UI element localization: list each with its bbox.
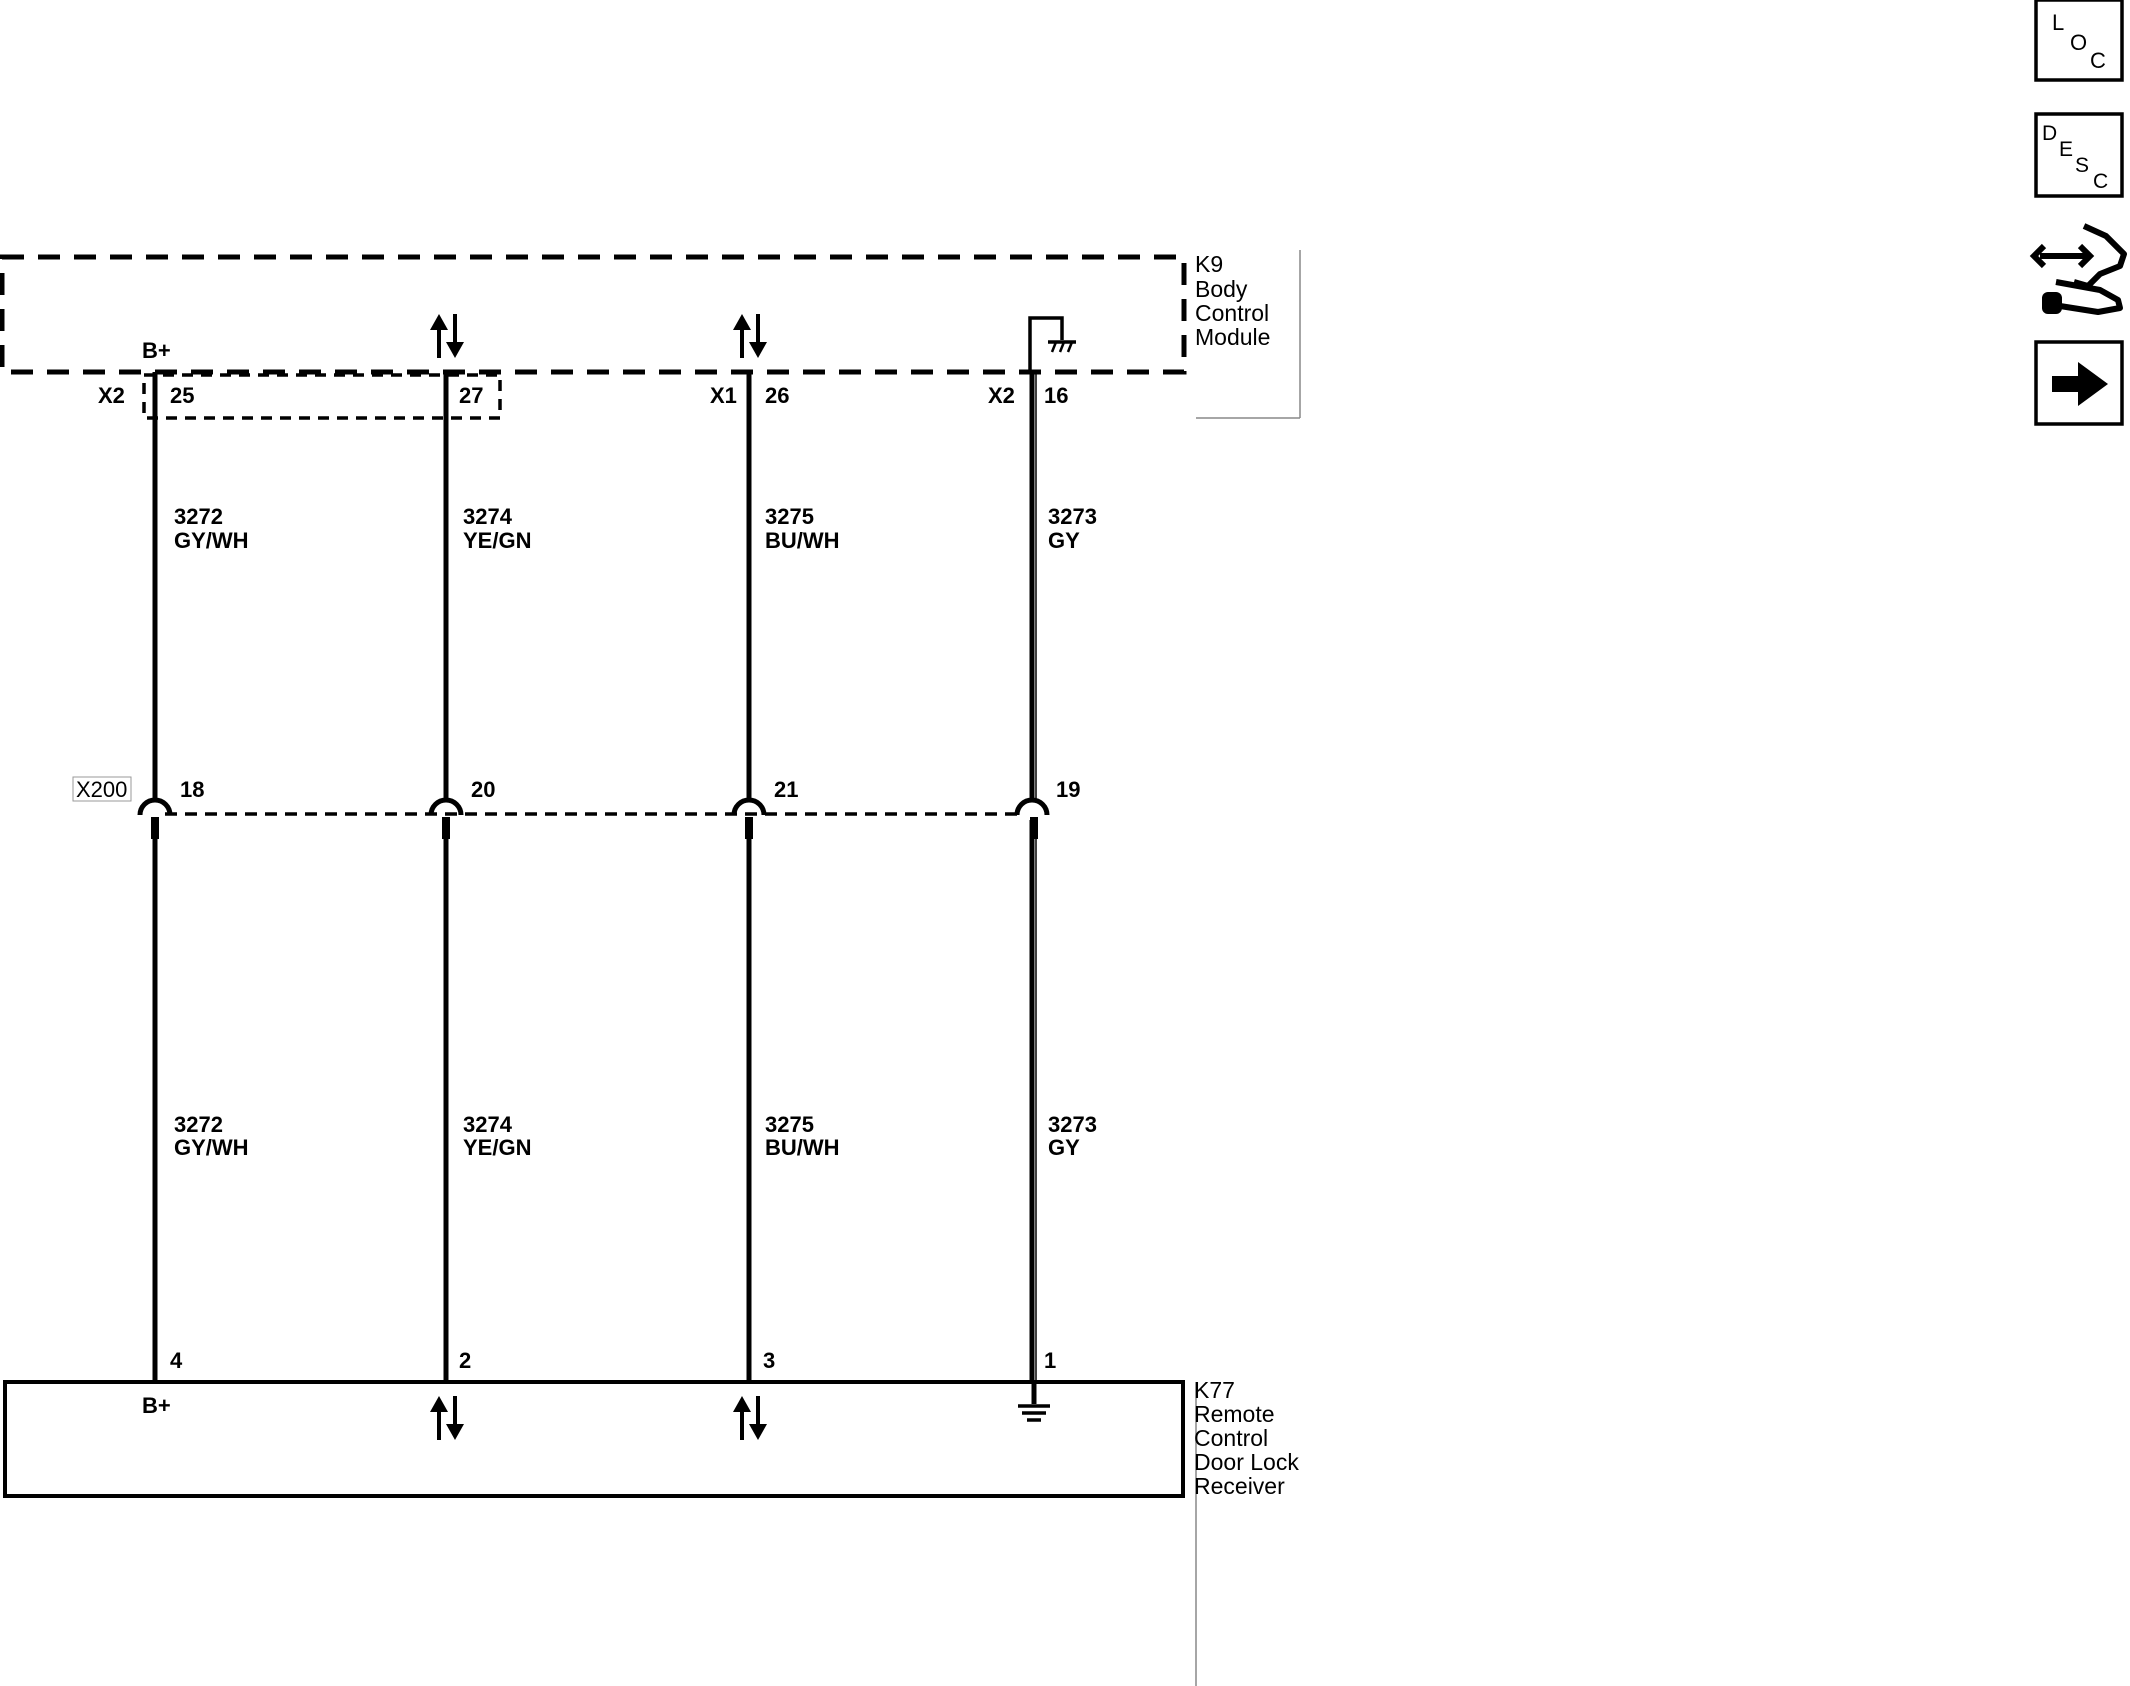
wire-color: YE/GN (463, 1135, 531, 1160)
location-view-button[interactable]: L O C (2034, 0, 2124, 82)
x200-pin: 19 (1056, 777, 1080, 802)
x200-pin: 18 (180, 777, 204, 802)
k9-bplus-label: B+ (142, 338, 171, 363)
k77-bplus-label: B+ (142, 1393, 171, 1418)
desc-letter: S (2075, 154, 2089, 177)
k77-ground-icon (1018, 1382, 1050, 1422)
x200-label: X200 (76, 777, 127, 802)
x200-pin: 21 (774, 777, 798, 802)
desc-letter: D (2042, 122, 2057, 145)
k9-connector-x1: X1 (710, 383, 737, 408)
k77-remote-control-door-lock-receiver: 4 2 3 1 K77 Remote Control Door Lock Rec… (3, 1348, 1299, 1686)
k9-module-outline (0, 254, 1187, 375)
circuit-number: 3273 (1048, 1112, 1097, 1137)
x200-label-box (72, 776, 132, 802)
circuit-number: 3275 (765, 504, 814, 529)
loc-letter: L (2052, 10, 2064, 35)
k77-pin: 1 (1044, 1348, 1056, 1373)
k77-label-line-1: K77 (1194, 1377, 1235, 1403)
circuit-number: 3275 (765, 1112, 814, 1137)
loc-letter: C (2090, 48, 2106, 73)
k77-label-line-4: Door Lock (1194, 1449, 1299, 1475)
k9-body-control-module: K9 Body Control Module B+ (0, 250, 1301, 420)
k77-pin: 4 (170, 1348, 183, 1373)
x200-terminal (428, 797, 464, 839)
k9-connector-x2-right: X2 (988, 383, 1015, 408)
wire-color: GY/WH (174, 528, 249, 553)
wire-color: GY (1048, 528, 1080, 553)
component-connector-icon[interactable] (2029, 223, 2127, 315)
k77-label-line-2: Remote (1194, 1401, 1275, 1427)
loc-letter: O (2070, 30, 2087, 55)
circuit-number: 3274 (463, 504, 513, 529)
k9-data-arrows-2 (733, 314, 767, 358)
k77-pin: 3 (763, 1348, 775, 1373)
k77-module-outline (3, 1380, 1185, 1498)
description-view-button[interactable]: D E S C (2034, 112, 2124, 198)
k77-label-line-5: Receiver (1194, 1473, 1285, 1499)
next-page-button[interactable] (2034, 340, 2124, 426)
desc-letter: E (2059, 138, 2073, 161)
x200-terminal (1014, 797, 1050, 839)
circuit-number: 3273 (1048, 504, 1097, 529)
k9-chassis-ground-icon (1028, 316, 1076, 372)
k9-label-line-2: Body (1195, 276, 1248, 302)
wire-color: GY (1048, 1135, 1080, 1160)
desc-letter: C (2093, 170, 2108, 193)
k9-pin: 25 (170, 383, 194, 408)
k77-pin: 2 (459, 1348, 471, 1373)
wire-color: YE/GN (463, 528, 531, 553)
k77-data-arrows-2 (733, 1396, 767, 1440)
x200-inline-connector: X200 18 20 21 19 (72, 776, 1080, 839)
circuit-number: 3274 (463, 1112, 513, 1137)
wire-color: BU/WH (765, 1135, 840, 1160)
circuit-number: 3272 (174, 504, 223, 529)
wire-color: BU/WH (765, 528, 840, 553)
k77-label-line-3: Control (1194, 1425, 1268, 1451)
k9-label-line-3: Control (1195, 300, 1269, 326)
k9-label-line-4: Module (1195, 324, 1270, 350)
upper-wire-labels: 3272 GY/WH 3274 YE/GN 3275 BU/WH 3273 GY (174, 504, 1097, 553)
k77-data-arrows-1 (430, 1396, 464, 1440)
x200-pin: 20 (471, 777, 495, 802)
x200-terminal (137, 797, 173, 839)
k9-pin: 27 (459, 383, 483, 408)
wires (152, 372, 1037, 1382)
k9-pin: 16 (1044, 383, 1068, 408)
k9-pin: 26 (765, 383, 789, 408)
k9-label-line-1: K9 (1195, 251, 1223, 277)
arrow-right-icon (2052, 362, 2108, 406)
x200-terminal (731, 797, 767, 839)
k9-x2-connector-box (142, 373, 502, 420)
circuit-number: 3272 (174, 1112, 223, 1137)
k9-connector-x2-left: X2 (98, 383, 125, 408)
wire-color: GY/WH (174, 1135, 249, 1160)
k9-data-arrows-1 (430, 314, 464, 358)
lower-wire-labels: 3272 GY/WH 3274 YE/GN 3275 BU/WH 3273 GY (174, 1112, 1097, 1160)
